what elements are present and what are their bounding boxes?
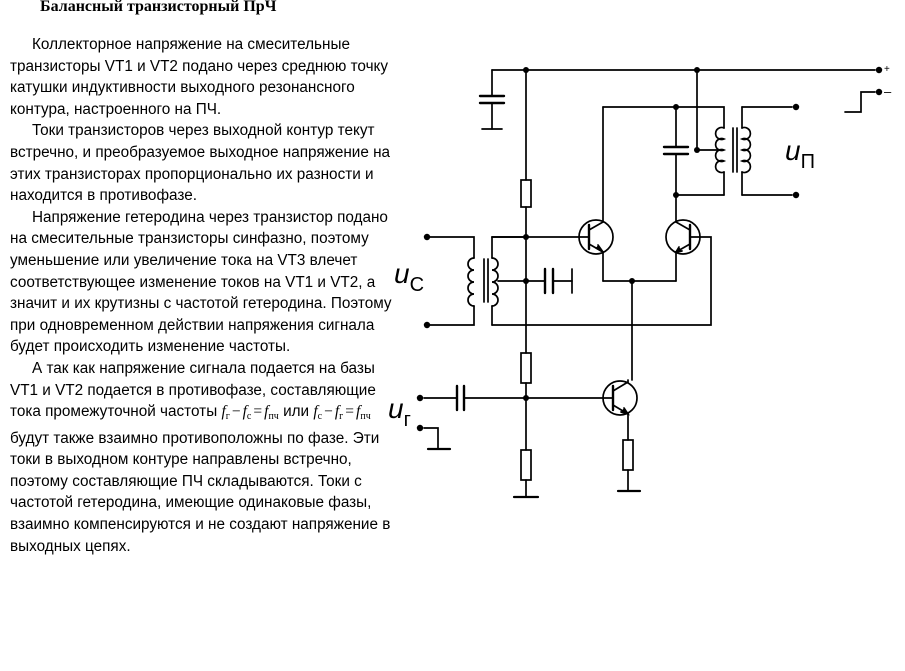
bias-resistor-lower [520,449,532,481]
plus-terminal [875,66,883,74]
output-secondary-coil [739,126,752,174]
paragraph-3: Напряжение гетеродина через транзистор п… [10,208,392,356]
heterodyne-input [416,384,614,451]
emitter-junction [602,278,677,381]
paragraph-2: Токи транзисторов через выходной контур … [10,122,391,205]
transistor-vt3 [602,379,642,493]
input-secondary-coil [491,257,499,307]
formula-2: fс−fг=fпч [313,403,371,423]
signal-voltage-label: uС [394,258,424,296]
formula-or: или [283,403,310,421]
bias-resistor-upper [520,179,532,208]
power-rail [491,66,883,74]
minus-terminal [844,88,883,113]
heterodyne-voltage-label: uг [388,393,411,431]
emitter-resistor [622,439,634,471]
output-tank [602,69,800,199]
paragraph-4-end: будут также взаимно противоположны по фа… [10,429,391,555]
output-terminal-top [792,103,800,111]
paragraph-1: Коллекторное напряжение на смесительные … [10,36,389,118]
bias-resistor-middle [520,352,532,384]
page-title: Балансный транзисторный ПрЧ [40,0,277,15]
input-transformer [423,233,546,329]
description-text: Коллекторное напряжение на смесительные … [10,34,392,557]
transistor-vt2 [491,194,712,326]
minus-label: – [884,84,892,99]
output-voltage-label: uП [785,135,815,173]
decoupling-capacitor [478,69,506,130]
output-terminal-bottom [792,191,800,199]
plus-label: + [884,64,890,75]
paragraph-4: А так как напряжение сигнала подается на… [10,358,392,557]
formula-1: fг−fс=fпч [221,403,279,423]
output-primary-coil [714,126,727,174]
bias-divider [512,69,540,499]
bypass-capacitor [543,267,573,295]
transistor-vt1 [491,106,614,282]
paragraph-4-start: А так как напряжение сигнала подается на… [10,359,376,421]
input-primary-coil [467,257,475,307]
